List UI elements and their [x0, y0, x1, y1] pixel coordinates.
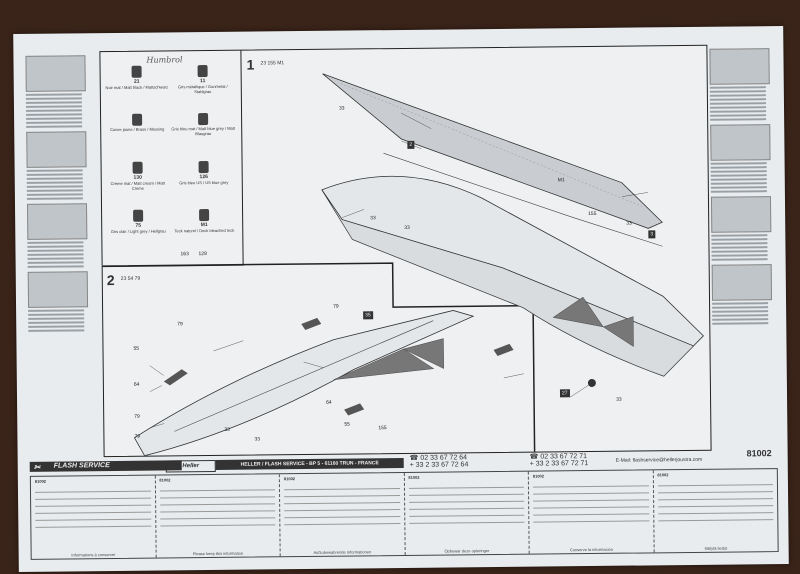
service-email: E-Mail: flashservice@hellerjoustra.com — [615, 456, 703, 464]
part-ref: 33 — [404, 224, 410, 231]
left-tips-column — [25, 51, 91, 462]
right-tips-column — [709, 44, 775, 455]
part-tag: 27 — [559, 389, 570, 398]
part-ref: 33 — [224, 426, 230, 433]
service-address: HELLER / FLASH SERVICE - BP 5 - 61160 TR… — [215, 457, 404, 470]
part-ref: M1 — [557, 177, 565, 184]
part-ref: 64 — [133, 381, 140, 388]
kit-code: 81002 — [746, 448, 772, 459]
part-ref: 33 — [626, 220, 632, 227]
flash-service-banner: ✂ FLASH SERVICE — [29, 460, 182, 472]
part-ref: 79 — [333, 303, 339, 310]
part-ref: 33 — [338, 105, 345, 112]
part-ref: 155 — [378, 425, 387, 432]
part-ref: 55 — [133, 345, 140, 352]
part-ref: 79 — [177, 321, 183, 328]
fax-numbers: ☎ 02 33 67 72 71+ 33 2 33 67 72 71 — [529, 453, 589, 468]
part-ref: 33 — [616, 396, 622, 403]
part-tag: 3 — [648, 230, 656, 239]
phone-numbers: ☎ 02 33 67 72 64+ 33 2 33 67 72 64 — [409, 454, 469, 469]
part-ref: 64 — [326, 399, 332, 406]
part-tag: 2 — [407, 140, 415, 149]
part-ref: 33 — [370, 215, 376, 222]
part-ref: 55 — [344, 421, 350, 428]
heller-logo: Heller — [165, 459, 216, 473]
flash-service-section: ✂ FLASH SERVICE Heller HELLER / FLASH SE… — [29, 448, 779, 562]
part-tag: 35 — [363, 311, 373, 320]
scissors-icon: ✂ — [33, 462, 41, 472]
part-ref: 79 — [134, 433, 141, 440]
part-ref: 79 — [134, 413, 140, 420]
part-ref: 155 — [588, 210, 597, 218]
hull-assembly-drawing — [102, 73, 704, 457]
part-ref: 33 — [254, 436, 261, 443]
